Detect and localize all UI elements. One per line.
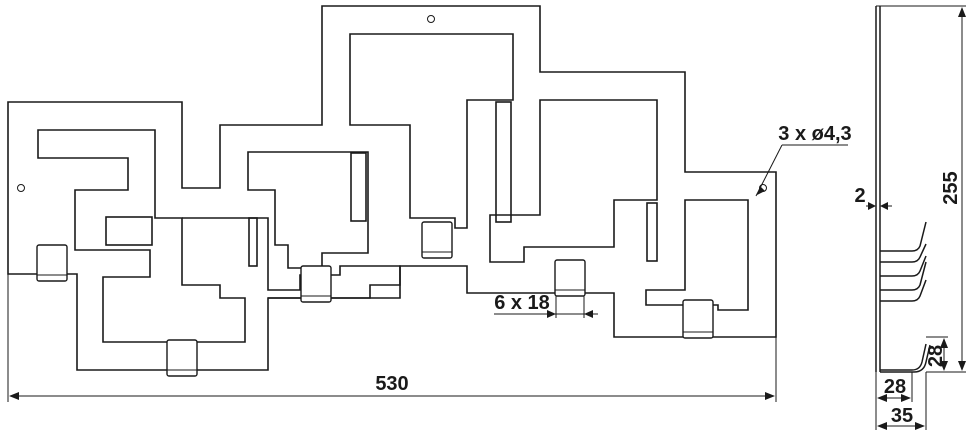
side-hook-3 xyxy=(880,255,927,277)
total-depth-dimension-label: 35 xyxy=(891,405,913,427)
maze-cut-left xyxy=(37,129,246,343)
hook-5 xyxy=(554,259,586,297)
slot-vertical-1 xyxy=(248,217,258,267)
height-dimension-label: 255 xyxy=(940,171,962,204)
hook-depth-dimension-label: 28 xyxy=(884,376,906,398)
thickness-dimension-label: 2 xyxy=(854,185,865,207)
maze-cut-top xyxy=(349,33,514,229)
side-hook-6 xyxy=(880,343,927,371)
front-view: 530 6 x 18 3 x ø4,3 xyxy=(7,5,852,402)
hook-height-dimension-label: 28 xyxy=(925,345,947,367)
mounting-hole-2 xyxy=(427,15,435,23)
maze-cut-right xyxy=(489,99,658,263)
maze-cut-far-right xyxy=(645,199,749,311)
side-view: 255 2 28 28 35 xyxy=(854,5,966,430)
hook-6 xyxy=(682,299,714,339)
hook-4 xyxy=(421,221,453,259)
maze-cut-lower-center xyxy=(182,217,401,299)
slot-dimension-label: 6 x 18 xyxy=(494,292,550,314)
slot-vertical-2 xyxy=(350,152,367,222)
side-hook-4 xyxy=(880,261,927,291)
panel-outline xyxy=(7,5,777,371)
holes-dimension-label: 3 x ø4,3 xyxy=(778,123,851,145)
hook-1 xyxy=(36,244,68,282)
maze-cut-center-left xyxy=(247,151,369,269)
mounting-hole-1 xyxy=(17,184,25,192)
side-hook-2 xyxy=(880,243,927,263)
hook-3 xyxy=(300,265,332,303)
width-dimension-label: 530 xyxy=(375,373,408,395)
hook-2 xyxy=(166,339,198,377)
slot-left xyxy=(105,216,153,246)
slot-vertical-4 xyxy=(646,202,658,262)
side-hook-1 xyxy=(880,221,927,252)
side-hook-5 xyxy=(880,279,927,302)
slot-vertical-3 xyxy=(495,101,512,223)
